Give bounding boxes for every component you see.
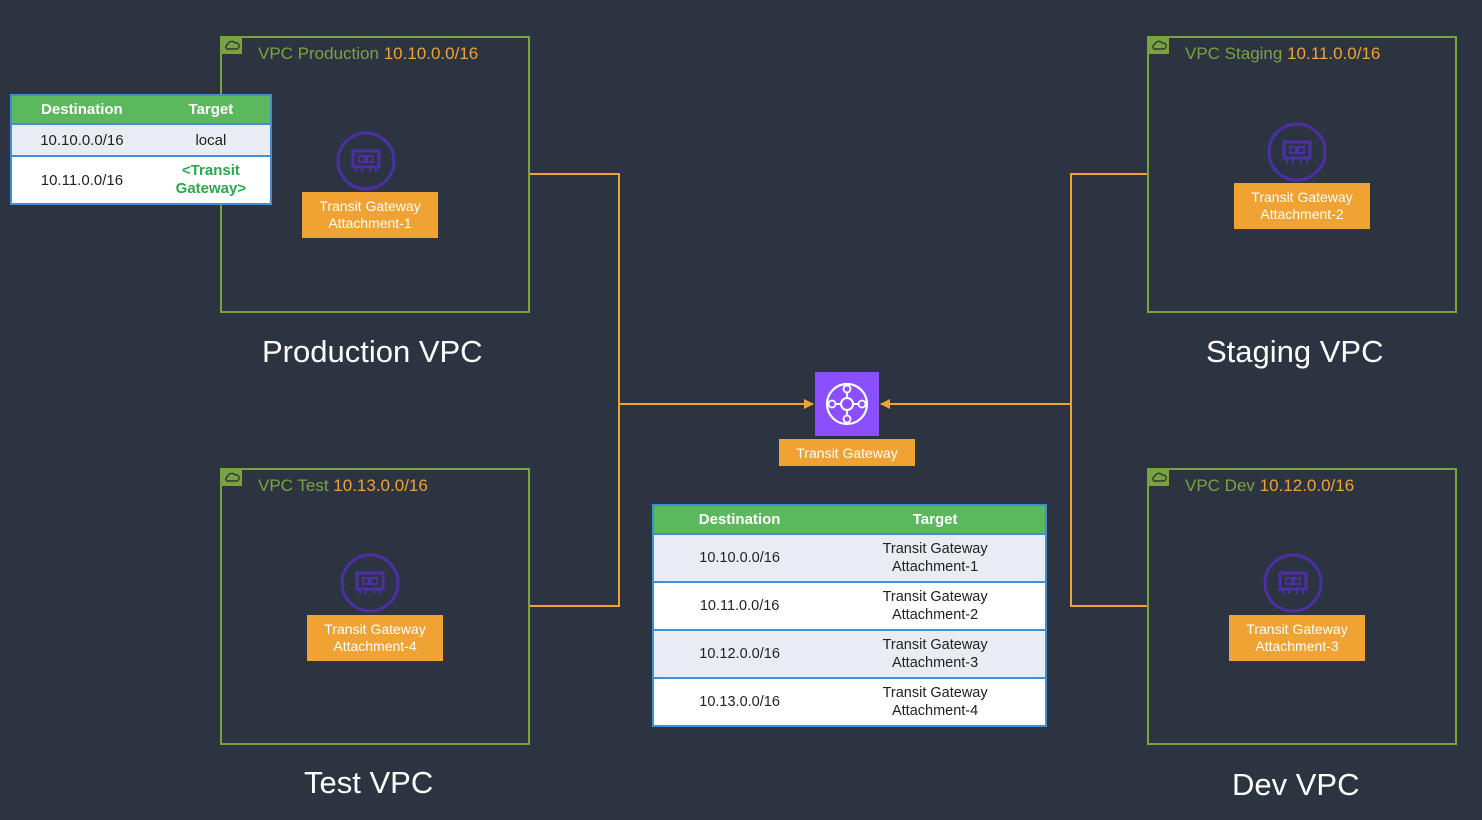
vpc-cidr: 10.12.0.0/16 — [1259, 476, 1355, 495]
route-target-line1: <Transit — [181, 162, 240, 179]
route-target-line2: Gateway> — [175, 180, 247, 197]
vpc-cloud-icon — [1149, 38, 1169, 54]
column-header-target: Target — [151, 95, 271, 124]
vpc-test-box: VPC Test 10.13.0.0/16 Transit Gateway At… — [220, 468, 530, 745]
route-target-line2: Attachment-2 — [891, 607, 979, 623]
route-target: Transit Gateway Attachment-3 — [825, 629, 1046, 678]
tgw-attachment-1: Transit Gateway Attachment-1 — [302, 192, 438, 238]
vpc-cloud-icon — [222, 38, 242, 54]
connector-production — [529, 173, 620, 404]
vpc-name: VPC Dev — [1185, 476, 1255, 495]
transit-gateway-label: Transit Gateway — [779, 439, 915, 466]
vpc-name: VPC Test — [258, 476, 329, 495]
tgw-attachment-3: Transit Gateway Attachment-3 — [1229, 615, 1365, 661]
tgw-attachment-2: Transit Gateway Attachment-2 — [1234, 183, 1370, 229]
vpc-cloud-icon — [1149, 470, 1169, 486]
vpc-name: VPC Production — [258, 44, 379, 63]
vpc-cidr: 10.10.0.0/16 — [383, 44, 479, 63]
column-header-destination: Destination — [11, 95, 152, 124]
test-vpc-label: Test VPC — [304, 765, 434, 800]
route-target-line1: Transit Gateway — [882, 541, 988, 557]
connector-dev — [1070, 404, 1147, 607]
route-target-line2: Attachment-1 — [891, 559, 979, 575]
route-destination: 10.11.0.0/16 — [653, 581, 826, 630]
attachment-line2: Attachment-3 — [1255, 638, 1339, 654]
attachment-line1: Transit Gateway — [324, 621, 426, 637]
tgw-route-table: Destination Target 10.10.0.0/16 Transit … — [652, 504, 1047, 727]
table-row: 10.13.0.0/16 Transit Gateway Attachment-… — [653, 677, 1046, 726]
attachment-line2: Attachment-2 — [1260, 206, 1344, 222]
production-vpc-label: Production VPC — [262, 334, 483, 369]
route-target: <Transit Gateway> — [151, 155, 271, 204]
route-target-line1: Transit Gateway — [882, 685, 988, 701]
table-row: 10.11.0.0/16 Transit Gateway Attachment-… — [653, 581, 1046, 630]
table-row: 10.10.0.0/16 local — [11, 123, 271, 156]
route-destination: 10.13.0.0/16 — [653, 677, 826, 726]
attachment-line1: Transit Gateway — [319, 198, 421, 214]
staging-vpc-label: Staging VPC — [1206, 334, 1384, 369]
tgw-attachment-4: Transit Gateway Attachment-4 — [307, 615, 443, 661]
vpc-production-box: VPC Production 10.10.0.0/16 Transit Gate… — [220, 36, 530, 313]
transit-gateway-icon — [815, 372, 879, 436]
vpc-cidr: 10.11.0.0/16 — [1287, 44, 1381, 63]
table-row: 10.12.0.0/16 Transit Gateway Attachment-… — [653, 629, 1046, 678]
vpc-route-table: Destination Target 10.10.0.0/16 local 10… — [10, 94, 272, 205]
route-target-line2: Attachment-3 — [891, 655, 979, 671]
route-destination: 10.10.0.0/16 — [11, 123, 152, 156]
route-target: local — [151, 123, 271, 156]
table-row: 10.10.0.0/16 Transit Gateway Attachment-… — [653, 533, 1046, 582]
attachment-line1: Transit Gateway — [1246, 621, 1348, 637]
dev-vpc-label: Dev VPC — [1232, 767, 1360, 802]
connector-test — [529, 404, 620, 607]
column-header-destination: Destination — [653, 505, 826, 534]
vpc-cidr: 10.13.0.0/16 — [333, 476, 428, 495]
vpc-staging-box: VPC Staging 10.11.0.0/16 Transit Gateway… — [1147, 36, 1457, 313]
network-interface-icon — [336, 131, 396, 191]
route-target-line1: Transit Gateway — [882, 637, 988, 653]
route-destination: 10.11.0.0/16 — [11, 155, 152, 204]
vpc-cloud-icon — [222, 470, 242, 486]
network-interface-icon — [1267, 122, 1327, 182]
attachment-line2: Attachment-4 — [333, 638, 417, 654]
route-destination: 10.12.0.0/16 — [653, 629, 826, 678]
route-destination: 10.10.0.0/16 — [653, 533, 826, 582]
route-target-line1: Transit Gateway — [882, 589, 988, 605]
network-interface-icon — [340, 553, 400, 613]
route-target: Transit Gateway Attachment-4 — [825, 677, 1046, 726]
attachment-line2: Attachment-1 — [328, 215, 412, 231]
route-target-line2: Attachment-4 — [891, 703, 979, 719]
connector-staging — [1070, 173, 1147, 404]
attachment-line1: Transit Gateway — [1251, 189, 1353, 205]
column-header-target: Target — [825, 505, 1046, 534]
route-target: Transit Gateway Attachment-2 — [825, 581, 1046, 630]
table-row: 10.11.0.0/16 <Transit Gateway> — [11, 155, 271, 204]
vpc-name: VPC Staging — [1185, 44, 1283, 63]
route-target: Transit Gateway Attachment-1 — [825, 533, 1046, 582]
vpc-dev-box: VPC Dev 10.12.0.0/16 Transit Gateway Att… — [1147, 468, 1457, 745]
network-interface-icon — [1263, 553, 1323, 613]
